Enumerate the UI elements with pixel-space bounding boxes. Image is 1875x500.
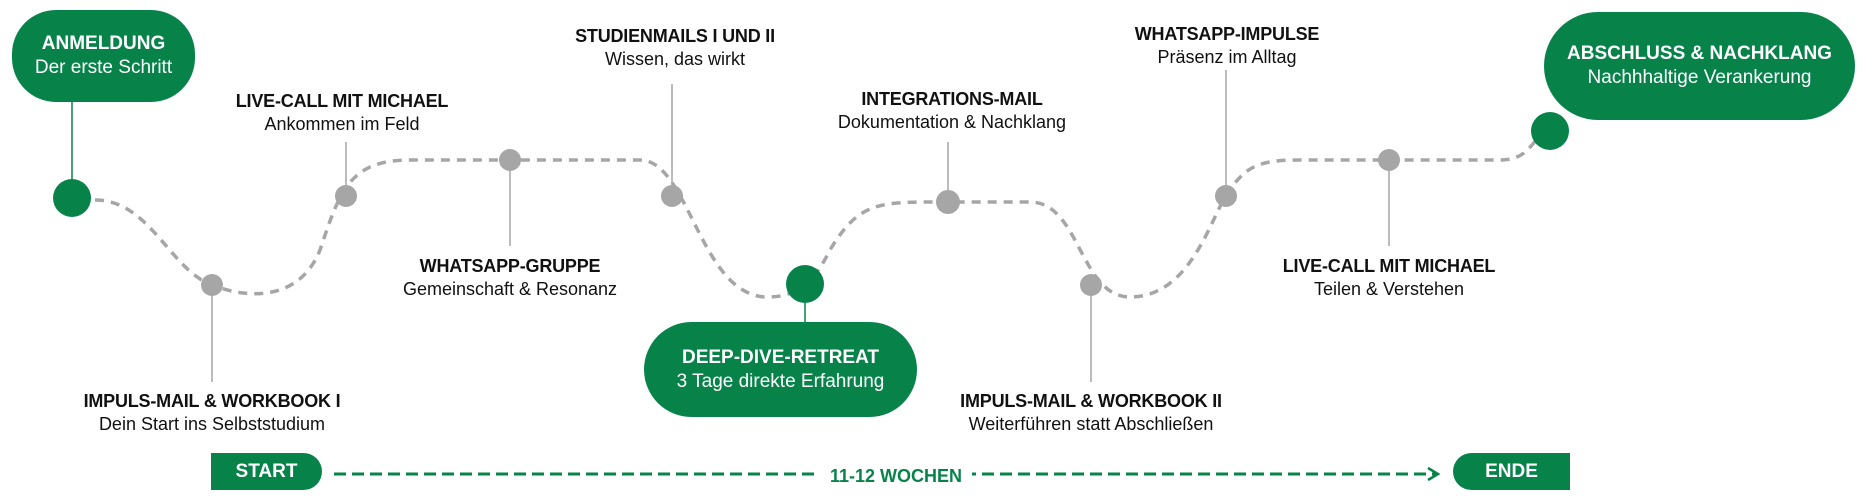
milestone-integrations-mail: INTEGRATIONS-MAIL Dokumentation & Nachkl… <box>762 88 1142 134</box>
milestone-node <box>335 185 357 207</box>
milestone-node <box>1378 149 1400 171</box>
milestone-impuls-mail-1: IMPULS-MAIL & WORKBOOK I Dein Start ins … <box>22 390 402 436</box>
milestone-title: IMPULS-MAIL & WORKBOOK II <box>960 391 1222 411</box>
milestone-title: DEEP-DIVE-RETREAT <box>681 346 880 368</box>
milestone-abschluss: ABSCHLUSS & NACHKLANG Nachhhaltige Veran… <box>1544 12 1855 120</box>
milestone-live-call-2: LIVE-CALL MIT MICHAEL Teilen & Verstehen <box>1199 255 1579 301</box>
retreat-node <box>786 265 824 303</box>
milestone-title: ANMELDUNG <box>41 33 166 54</box>
start-node <box>53 179 91 217</box>
milestone-whatsapp-gruppe: WHATSAPP-GRUPPE Gemeinschaft & Resonanz <box>320 255 700 301</box>
dashed-route <box>94 132 1546 299</box>
milestone-deep-dive-retreat: DEEP-DIVE-RETREAT 3 Tage direkte Erfahru… <box>644 322 917 417</box>
milestone-subtitle: Dein Start ins Selbststudium <box>98 414 326 434</box>
milestone-title: WHATSAPP-IMPULSE <box>1134 24 1320 44</box>
milestone-subtitle: Weiterführen statt Abschließen <box>968 414 1214 434</box>
duration-label: 11-12 WOCHEN <box>819 466 973 487</box>
milestone-subtitle: Wissen, das wirkt <box>604 49 746 69</box>
milestone-subtitle: Präsenz im Alltag <box>1157 47 1297 67</box>
milestone-studienmails: STUDIENMAILS I UND II Wissen, das wirkt <box>485 25 865 71</box>
milestone-node <box>499 149 521 171</box>
milestone-anmeldung: ANMELDUNG Der erste Schritt <box>12 10 195 102</box>
end-tag: ENDE <box>1453 453 1570 490</box>
milestone-title: INTEGRATIONS-MAIL <box>861 89 1043 109</box>
arrow-head-icon <box>1427 466 1441 482</box>
milestone-subtitle: Teilen & Verstehen <box>1313 279 1465 299</box>
milestone-subtitle: Nachhhaltige Verankerung <box>1587 67 1812 88</box>
milestone-title: LIVE-CALL MIT MICHAEL <box>1282 256 1496 276</box>
milestone-node <box>1215 185 1237 207</box>
milestone-node <box>936 190 960 214</box>
milestone-title: LIVE-CALL MIT MICHAEL <box>235 91 449 111</box>
start-tag: START <box>211 453 322 490</box>
milestone-title: IMPULS-MAIL & WORKBOOK I <box>83 391 341 411</box>
milestone-node <box>1080 274 1102 296</box>
milestone-impuls-mail-2: IMPULS-MAIL & WORKBOOK II Weiterführen s… <box>901 390 1281 436</box>
milestone-subtitle: Gemeinschaft & Resonanz <box>402 279 618 299</box>
milestone-title: WHATSAPP-GRUPPE <box>419 256 601 276</box>
milestone-subtitle: 3 Tage direkte Erfahrung <box>676 370 885 392</box>
milestone-whatsapp-impulse: WHATSAPP-IMPULSE Präsenz im Alltag <box>1037 23 1417 69</box>
milestone-title: ABSCHLUSS & NACHKLANG <box>1567 43 1832 64</box>
end-node <box>1531 112 1569 150</box>
milestone-title: STUDIENMAILS I UND II <box>575 26 775 46</box>
milestone-subtitle: Ankommen im Feld <box>264 114 420 134</box>
milestone-subtitle: Der erste Schritt <box>34 57 173 78</box>
milestone-live-call-1: LIVE-CALL MIT MICHAEL Ankommen im Feld <box>152 90 532 136</box>
milestone-subtitle: Dokumentation & Nachklang <box>837 112 1067 132</box>
milestone-node <box>661 185 683 207</box>
milestone-node <box>201 274 223 296</box>
